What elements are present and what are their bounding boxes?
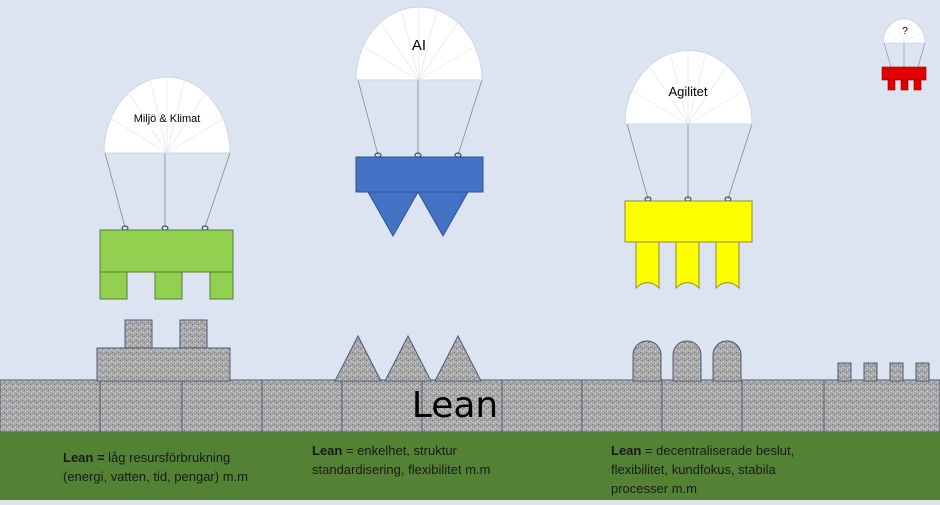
block-green [99, 229, 234, 300]
slot-rectangular [96, 319, 231, 382]
caption-line2: flexibilitet, kundfokus, stabila [611, 462, 776, 477]
caption-lean-decentralized: Lean = decentraliserade beslut, flexibil… [611, 441, 794, 498]
parachute-label-miljo: Miljö & Klimat [134, 113, 201, 125]
caption-term: Lean = [63, 450, 105, 465]
grass-ground [0, 432, 940, 500]
stone-wall [0, 379, 940, 433]
block-red [881, 66, 927, 91]
caption-line1: = decentraliserade beslut, [641, 443, 795, 458]
block-blue [355, 156, 484, 238]
slot-triangular [334, 334, 482, 382]
caption-line2: (energi, vatten, tid, pengar) m.m [63, 469, 248, 484]
caption-line1: låg resursförbrukning [104, 450, 231, 465]
block-yellow [624, 200, 753, 290]
canopy-unknown [882, 18, 926, 44]
parachute-unknown: ? [881, 18, 927, 91]
parachute-label-ai: AI [412, 37, 426, 54]
caption-lean-simplicity: Lean = enkelhet, struktur standardiserin… [312, 441, 490, 479]
slot-rounded [632, 340, 742, 382]
caption-lean-resources: Lean = låg resursförbrukning (energi, va… [63, 448, 248, 486]
caption-term: Lean [312, 443, 343, 458]
caption-line2: standardisering, flexibilitet m.m [312, 462, 491, 477]
parachute-label-agilitet: Agilitet [668, 84, 707, 99]
caption-line1: = enkelhet, struktur [342, 443, 457, 458]
parachute-agilitet: Agilitet [624, 50, 753, 290]
slot-small [837, 362, 930, 382]
caption-line3: processer m.m [611, 481, 697, 496]
parachute-label-unknown: ? [902, 26, 908, 37]
lean-title: Lean [411, 385, 499, 426]
parachute-ai: AI [355, 6, 484, 238]
parachute-miljo-klimat: Miljö & Klimat [99, 76, 234, 300]
caption-term: Lean [611, 443, 642, 458]
